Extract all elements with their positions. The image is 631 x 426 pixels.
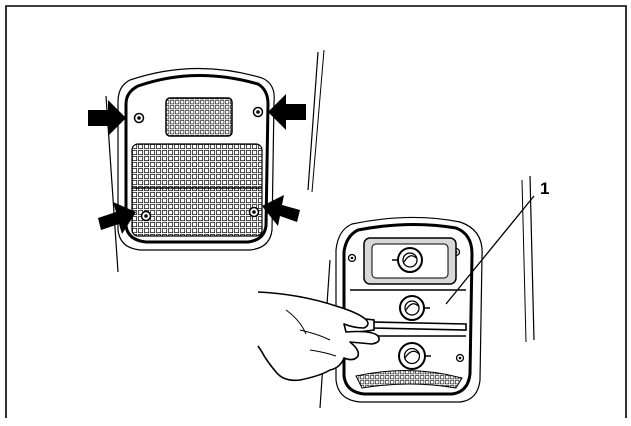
body-panel-edge: [308, 52, 318, 190]
screw-icon: [250, 208, 259, 217]
lens-pattern: [132, 144, 262, 236]
screw-icon: [142, 212, 151, 221]
screw-icon: [349, 255, 356, 262]
screw-icon: [135, 114, 144, 123]
screw-icon: [254, 108, 263, 117]
lamp-lens-view: [88, 50, 324, 272]
screw-icon: [457, 355, 464, 362]
lamp-housing-view: 1: [258, 176, 549, 408]
body-panel-edge: [522, 180, 526, 342]
body-panel-edge: [312, 50, 324, 192]
reflector-block: [166, 98, 232, 136]
callout-label: 1: [540, 179, 549, 198]
